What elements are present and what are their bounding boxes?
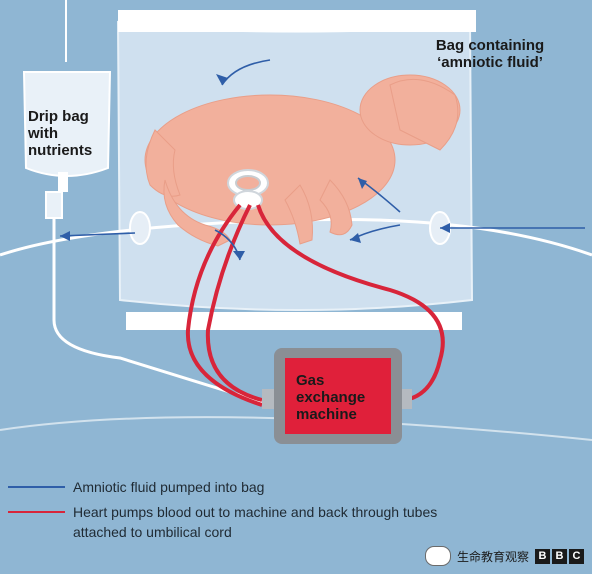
fluid-line-bottom — [0, 416, 592, 441]
bag-seal-bottom — [126, 312, 462, 330]
legend-blue-text: Amniotic fluid pumped into bag — [73, 479, 265, 495]
bbc-letter: B — [535, 548, 550, 564]
watermark-text: 生命教育观察 — [456, 549, 529, 564]
lamb — [144, 74, 461, 247]
gas-exchange-machine — [262, 348, 412, 444]
wechat-icon — [424, 546, 451, 566]
fluid-arrowheads — [60, 74, 450, 260]
left-port — [129, 211, 151, 245]
drip-bag-label: Drip bag with nutrients — [28, 108, 93, 159]
umbilical-connector — [227, 169, 269, 210]
watermark: 生命教育观察 B B C — [424, 545, 584, 567]
bag-label: Bag containing ‘amniotic fluid’ — [435, 37, 545, 71]
nutrient-tube — [52, 218, 263, 404]
bbc-letter: C — [569, 548, 584, 564]
legend-red-text: Heart pumps blood out to machine and bac… — [73, 504, 438, 520]
bbc-logo: B B C — [535, 548, 584, 564]
blood-tubes — [185, 203, 445, 407]
bbc-letter: B — [552, 548, 567, 564]
machine-label: Gas exchange machine — [296, 372, 366, 423]
bag-seal-top — [118, 10, 476, 32]
drip-bag — [22, 0, 263, 404]
legend-red-text-continued: attached to umbilical cord — [73, 524, 232, 540]
